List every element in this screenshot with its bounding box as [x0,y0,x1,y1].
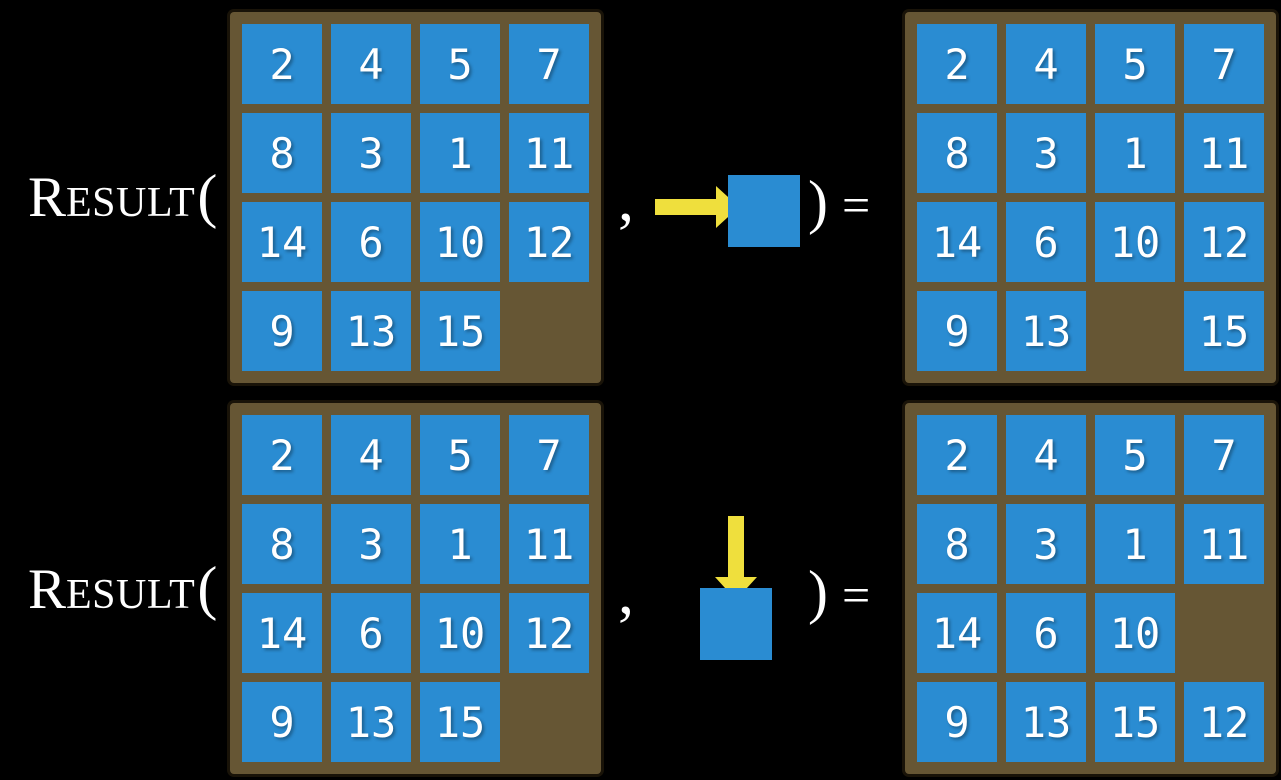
puzzle-tile-11: 11 [509,113,589,193]
function-name-initial: R [28,558,67,621]
puzzle-tile-8: 8 [917,504,997,584]
puzzle-tile-13: 13 [1006,291,1086,371]
puzzle-tile-11: 11 [1184,113,1264,193]
puzzle-tile-15: 15 [1184,291,1264,371]
action-tile-square [700,588,772,660]
empty-cell [509,291,589,371]
puzzle-tile-14: 14 [242,202,322,282]
puzzle-tile-12: 12 [1184,682,1264,762]
puzzle-tile-11: 11 [509,504,589,584]
puzzle-tile-15: 15 [1095,682,1175,762]
function-name-initial: R [28,166,67,229]
puzzle-tile-10: 10 [1095,593,1175,673]
empty-cell [1184,593,1264,673]
puzzle-tile-10: 10 [420,593,500,673]
puzzle-tile-1: 1 [1095,113,1175,193]
action-tile-square [728,175,800,247]
puzzle-tile-12: 12 [1184,202,1264,282]
puzzle-tile-7: 7 [1184,24,1264,104]
function-name-rest: ESULT [66,180,196,226]
puzzle-tile-8: 8 [242,504,322,584]
puzzle-tile-9: 9 [242,682,322,762]
arrow-right-icon [655,186,739,228]
puzzle-tile-5: 5 [1095,24,1175,104]
puzzle-tile-5: 5 [420,415,500,495]
puzzle-tile-4: 4 [1006,24,1086,104]
puzzle-tile-12: 12 [509,202,589,282]
puzzle-tile-3: 3 [1006,113,1086,193]
puzzle-tile-10: 10 [420,202,500,282]
open-paren: ( [197,163,218,229]
puzzle-tile-4: 4 [331,415,411,495]
puzzle-tile-1: 1 [420,504,500,584]
puzzle-tile-13: 13 [331,291,411,371]
puzzle-tile-3: 3 [1006,504,1086,584]
puzzle-tile-15: 15 [420,291,500,371]
puzzle-tile-12: 12 [509,593,589,673]
puzzle-tile-5: 5 [1095,415,1175,495]
puzzle-tile-14: 14 [242,593,322,673]
puzzle-tile-13: 13 [1006,682,1086,762]
puzzle-tile-9: 9 [917,291,997,371]
puzzle-tile-13: 13 [331,682,411,762]
close-paren: ) [808,559,828,625]
puzzle-tile-7: 7 [509,24,589,104]
puzzle-tile-6: 6 [1006,202,1086,282]
puzzle-tile-7: 7 [509,415,589,495]
puzzle-tile-4: 4 [1006,415,1086,495]
puzzle-tile-2: 2 [917,24,997,104]
puzzle-tile-3: 3 [331,113,411,193]
puzzle-tile-1: 1 [420,113,500,193]
puzzle-tile-7: 7 [1184,415,1264,495]
function-name-rest: ESULT [66,572,196,618]
puzzle-tile-8: 8 [917,113,997,193]
open-paren: ( [197,555,218,621]
comma-separator: , [618,556,634,627]
close-paren-equals: )= [808,172,870,232]
puzzle-tile-15: 15 [420,682,500,762]
puzzle-tile-6: 6 [331,202,411,282]
puzzle-tile-14: 14 [917,202,997,282]
equals-sign: = [841,177,871,233]
puzzle-tile-9: 9 [242,291,322,371]
puzzle-tile-3: 3 [331,504,411,584]
empty-cell [509,682,589,762]
puzzle-tile-5: 5 [420,24,500,104]
puzzle-tile-8: 8 [242,113,322,193]
puzzle-tile-6: 6 [1006,593,1086,673]
puzzle-tile-6: 6 [331,593,411,673]
close-paren-equals: )= [808,562,870,622]
puzzle-tile-11: 11 [1184,504,1264,584]
puzzle-tile-9: 9 [917,682,997,762]
equals-sign: = [841,567,871,623]
puzzle-tile-10: 10 [1095,202,1175,282]
result-function-label: RESULT( [28,558,217,618]
comma-separator: , [618,163,634,234]
puzzle-tile-1: 1 [1095,504,1175,584]
puzzle-tile-2: 2 [242,24,322,104]
puzzle-tile-14: 14 [917,593,997,673]
result-function-label: RESULT( [28,166,217,226]
empty-cell [1095,291,1175,371]
puzzle-tile-2: 2 [242,415,322,495]
puzzle-tile-2: 2 [917,415,997,495]
puzzle-tile-4: 4 [331,24,411,104]
close-paren: ) [808,169,828,235]
